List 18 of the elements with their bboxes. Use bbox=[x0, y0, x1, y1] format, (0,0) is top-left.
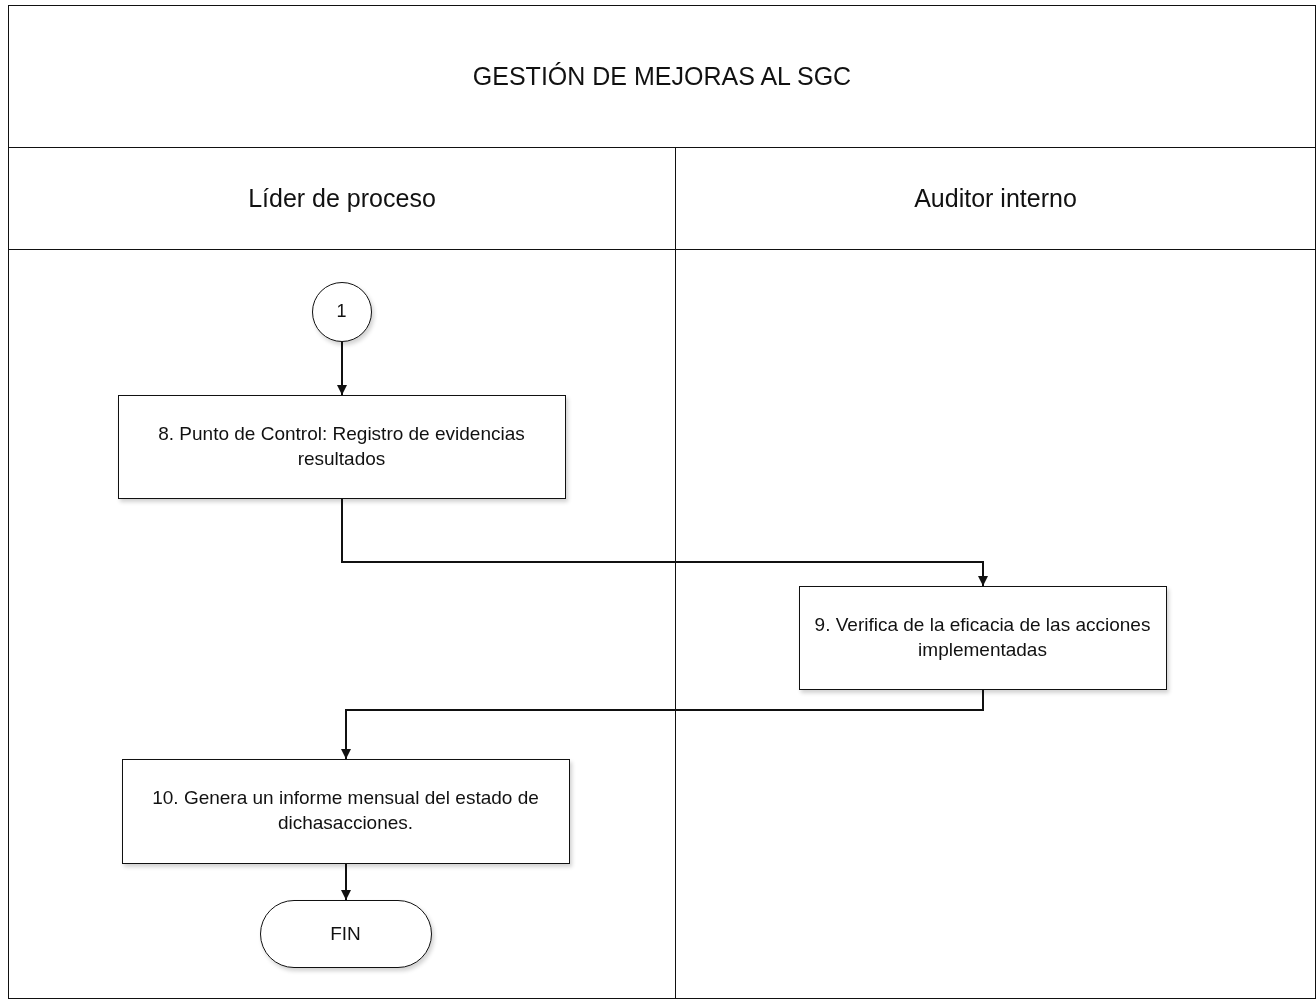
terminator bbox=[259, 899, 432, 968]
process-box bbox=[798, 585, 1167, 690]
lane-title: Líder de proceso bbox=[9, 148, 675, 250]
arrow bbox=[341, 498, 988, 587]
swimlane bbox=[675, 147, 1316, 999]
arrow bbox=[337, 341, 347, 396]
process-box bbox=[121, 758, 570, 864]
arrow bbox=[341, 689, 984, 760]
lane-title: Auditor interno bbox=[676, 148, 1315, 250]
node-label: FIN bbox=[330, 922, 361, 945]
step-text: 10. Genera un informe mensual del estado de dichasacciones. bbox=[151, 786, 540, 835]
node-label: 1 bbox=[336, 301, 347, 322]
step-text: 8. Punto de Control: Registro de evidencias resultados bbox=[157, 421, 526, 471]
process-box bbox=[117, 394, 566, 499]
swimlane bbox=[8, 147, 676, 999]
arrow bbox=[341, 863, 351, 901]
step-text: 9. Verifica de la eficacia de las acciones implementadas bbox=[813, 612, 1152, 662]
diagram-title: GESTIÓN DE MEJORAS AL SGC bbox=[472, 62, 852, 91]
